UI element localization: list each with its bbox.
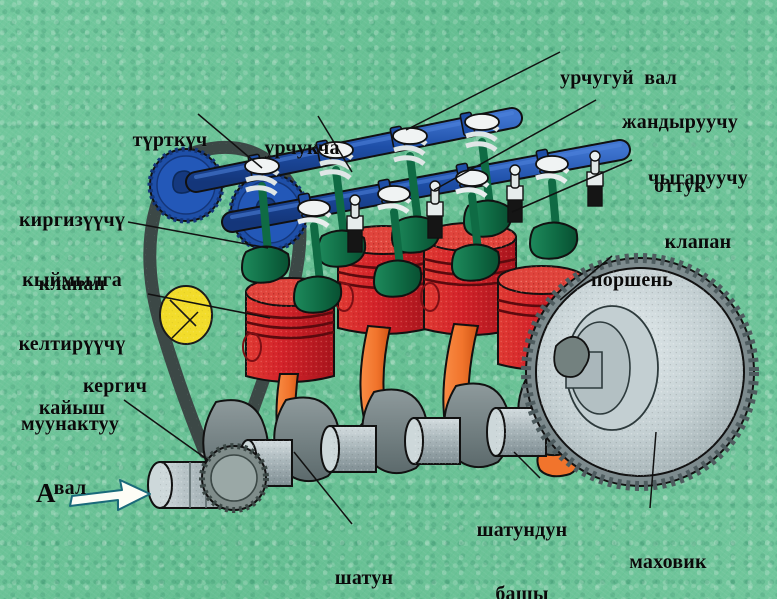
spark-plugs-group — [346, 150, 604, 253]
flywheel-graphic — [521, 253, 759, 491]
leader-lines — [123, 51, 657, 525]
leader-piston — [559, 255, 613, 301]
valve-assembly — [292, 199, 343, 314]
label-spark-plug: жандыруучу оттук — [590, 70, 770, 240]
valve-assembly — [240, 157, 291, 284]
crankshaft-sprocket — [199, 443, 269, 513]
label-intake-valve-line2: клапан — [38, 272, 106, 295]
leader-crankshaft — [123, 399, 209, 461]
label-conrod-head-line1: шатундун — [476, 519, 568, 542]
leader-camshaft — [405, 51, 561, 131]
label-timing-belt-line2: келтирүүчү — [18, 332, 126, 355]
label-rocker-line1: урчукча — [264, 137, 340, 160]
valve-assembly — [528, 155, 579, 260]
leader-spark-plug — [433, 99, 597, 191]
label-pushrod-line1: түрткүч — [132, 129, 208, 152]
leader-conrod — [293, 451, 353, 525]
leader-conrod-head — [513, 451, 541, 479]
label-conrod-head-line2: башы — [495, 582, 549, 599]
label-exhaust-valve-line2: клапан — [664, 230, 732, 253]
label-crankshaft-line1: муунактуу — [20, 413, 120, 436]
leader-rocker — [317, 115, 353, 173]
label-crankshaft: муунактуу вал — [8, 372, 132, 542]
label-exhaust-valve-line1: чыгаруучу — [648, 167, 748, 190]
label-exhaust-valve: чыгаруучу клапан — [622, 126, 774, 296]
label-intake-valve: киргизүүчү клапан — [4, 168, 140, 338]
label-camshaft-line1: урчугуй вал — [560, 67, 678, 90]
direction-arrow — [69, 479, 151, 511]
leader-intake-valve — [127, 221, 269, 249]
label-spark-plug-line2: оттук — [654, 174, 706, 197]
label-camshaft: урчугуй вал — [560, 26, 775, 132]
label-intake-valve-line1: киргизүүчү — [18, 209, 126, 232]
label-piston-line1: поршень — [591, 269, 673, 292]
label-rocker: урчукча — [246, 96, 358, 202]
label-flywheel: маховик — [606, 510, 730, 599]
label-direction-a: A — [36, 478, 56, 508]
leader-timing-belt — [147, 293, 271, 319]
label-conrod-head: шатундун башы — [452, 478, 592, 599]
label-crankshaft-line2: вал — [53, 476, 87, 499]
label-flywheel-line1: маховик — [629, 551, 707, 574]
leader-flywheel — [649, 431, 657, 509]
label-pushrod: түрткүч — [114, 88, 226, 194]
label-conrod: шатун — [318, 526, 410, 599]
label-timing-belt-line3: кайыш — [38, 396, 106, 419]
valve-assembly — [372, 185, 423, 298]
label-piston: поршень — [572, 228, 692, 334]
label-tensioner-line1: кергич — [82, 375, 148, 398]
spark-plug — [346, 194, 364, 253]
belt-tensioner-graphic — [159, 285, 213, 345]
leader-exhaust-valve — [511, 159, 633, 213]
label-timing-belt: кыймылга келтирүүчү кайыш — [2, 228, 142, 461]
label-conrod-line1: шатун — [334, 567, 394, 590]
spark-plug — [586, 150, 604, 207]
leader-pushrod — [197, 113, 263, 169]
label-spark-plug-line1: жандыруучу — [622, 111, 738, 134]
label-tensioner: кергич — [60, 334, 170, 440]
label-timing-belt-line1: кыймылга — [22, 269, 122, 292]
valves-group — [240, 113, 579, 314]
leader-tensioner — [171, 311, 199, 339]
